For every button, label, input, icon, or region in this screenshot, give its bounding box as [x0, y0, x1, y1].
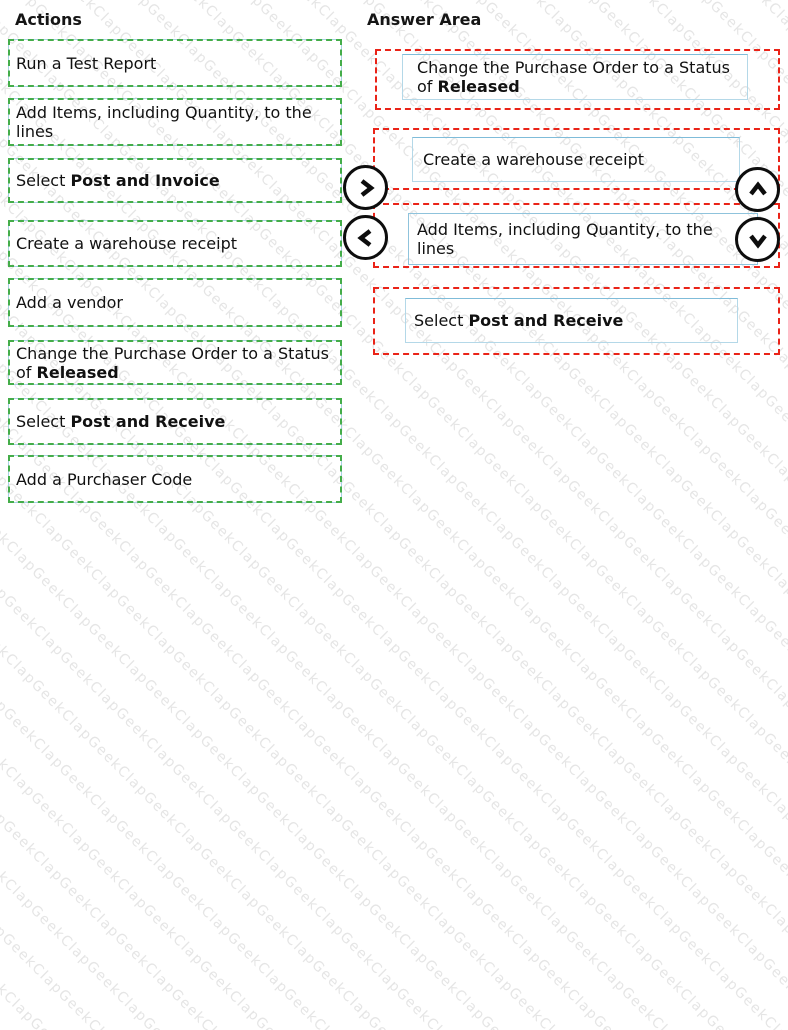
- action-item-label: Run a Test Report: [16, 53, 157, 73]
- move-up-button[interactable]: [735, 167, 780, 212]
- answer-item-label: Create a warehouse receipt: [423, 150, 645, 169]
- action-item-select-post-and-invoice[interactable]: Select Post and Invoice: [8, 158, 342, 203]
- action-item-add-purchaser-code[interactable]: Add a Purchaser Code: [8, 455, 342, 503]
- answer-item-create-warehouse-receipt[interactable]: Create a warehouse receipt: [412, 137, 740, 182]
- answer-item-select-post-and-receive[interactable]: Select Post and Receive: [405, 298, 738, 343]
- answer-item-label: Add Items, including Quantity, to the li…: [417, 220, 713, 258]
- answer-area-title: Answer Area: [367, 10, 482, 29]
- answer-item-add-items-quantity[interactable]: Add Items, including Quantity, to the li…: [408, 213, 758, 265]
- action-item-add-items-quantity[interactable]: Add Items, including Quantity, to the li…: [8, 98, 342, 146]
- action-item-add-a-vendor[interactable]: Add a vendor: [8, 278, 342, 327]
- action-item-label: Select Post and Receive: [16, 412, 226, 431]
- action-item-label: Add a vendor: [16, 293, 123, 312]
- chevron-right-icon: [356, 178, 376, 198]
- move-right-button[interactable]: [343, 165, 388, 210]
- move-left-button[interactable]: [343, 215, 388, 260]
- chevron-left-icon: [356, 228, 376, 248]
- action-item-label: Select Post and Invoice: [16, 171, 220, 190]
- action-item-label: Add a Purchaser Code: [16, 469, 193, 489]
- action-item-create-warehouse-receipt[interactable]: Create a warehouse receipt: [8, 220, 342, 267]
- answer-slot-2[interactable]: [373, 128, 780, 190]
- answer-item-label: Change the Purchase Order to a Status of…: [417, 58, 731, 96]
- chevron-up-icon: [748, 180, 768, 200]
- action-item-select-post-and-receive[interactable]: Select Post and Receive: [8, 398, 342, 445]
- action-item-run-test-report[interactable]: Run a Test Report: [8, 39, 342, 87]
- action-item-label: Change the Purchase Order to a Status of…: [16, 343, 330, 382]
- answer-slot-4[interactable]: [373, 287, 780, 355]
- action-item-label: Create a warehouse receipt: [16, 234, 238, 253]
- answer-item-label: Select Post and Receive: [414, 311, 624, 330]
- answer-slot-1[interactable]: [375, 49, 780, 110]
- chevron-down-icon: [748, 230, 768, 250]
- action-item-label: Add Items, including Quantity, to the li…: [16, 103, 312, 141]
- actions-title: Actions: [15, 10, 82, 29]
- action-item-change-po-status-released[interactable]: Change the Purchase Order to a Status of…: [8, 340, 342, 385]
- move-down-button[interactable]: [735, 217, 780, 262]
- answer-item-change-po-status-released[interactable]: Change the Purchase Order to a Status of…: [402, 54, 748, 100]
